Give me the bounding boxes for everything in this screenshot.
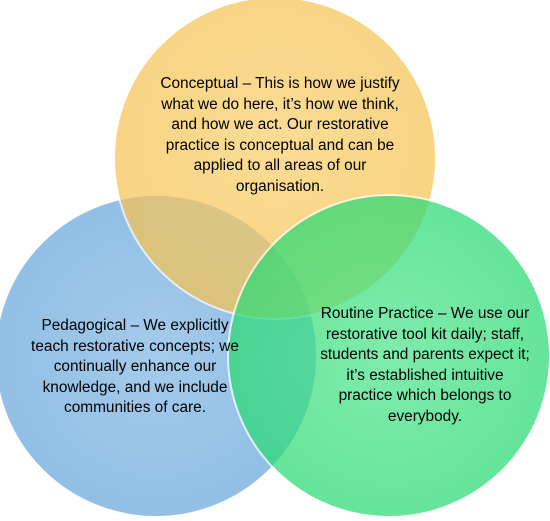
conceptual-text: Conceptual – This is how we justify what… bbox=[160, 75, 400, 195]
routine-practice-circle bbox=[227, 194, 550, 518]
routine-practice-text: Routine Practice – We use our restorativ… bbox=[320, 305, 530, 425]
pedagogical-text: Pedagogical – We explicitly teach restor… bbox=[31, 317, 239, 416]
